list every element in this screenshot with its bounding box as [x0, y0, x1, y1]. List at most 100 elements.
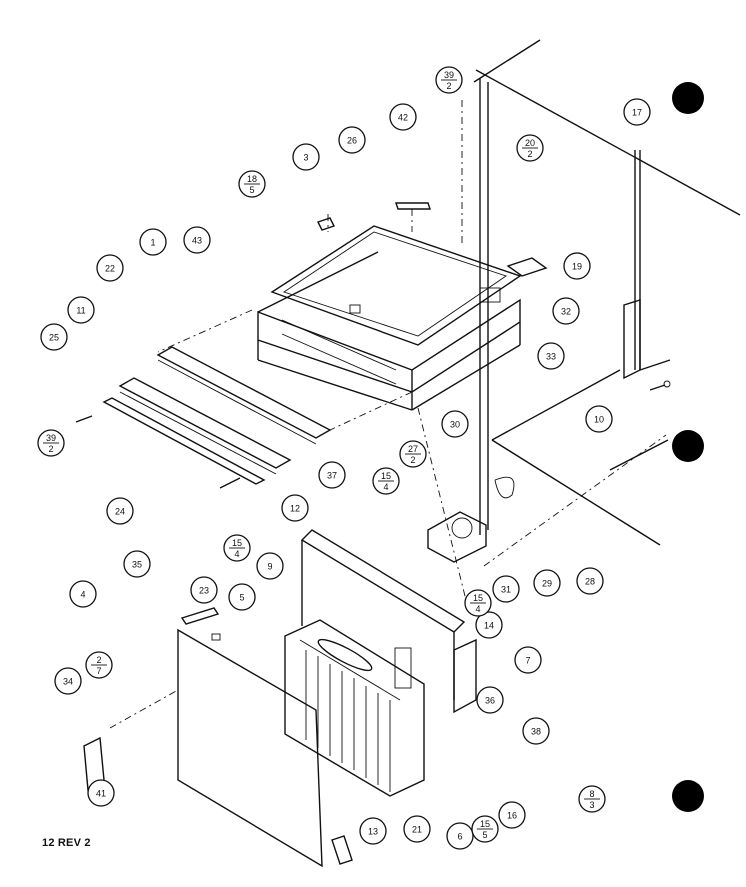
callout-c32: 32 — [552, 297, 580, 325]
callout-numerator: 27 — [408, 444, 418, 454]
callout-numerator: 20 — [525, 138, 535, 148]
callout-number: 26 — [347, 136, 357, 146]
callout-denominator: 2 — [48, 444, 53, 454]
callout-circle — [87, 779, 115, 807]
callout-numerator: 39 — [444, 70, 454, 80]
callout-circle — [228, 583, 256, 611]
callout-c26: 26 — [338, 126, 366, 154]
callout-number: 41 — [96, 789, 106, 799]
callout-circle — [475, 611, 503, 639]
callout-circle — [106, 497, 134, 525]
callout-number: 33 — [546, 352, 556, 362]
callout-number: 11 — [76, 306, 85, 316]
callout-number: 29 — [542, 579, 552, 589]
callout-c20: 202 — [516, 134, 544, 162]
callout-number: 28 — [585, 577, 595, 587]
callout-c42: 42 — [389, 103, 417, 131]
part-3-clip — [317, 217, 335, 231]
callout-circle — [403, 815, 431, 843]
callout-circle — [139, 228, 167, 256]
callout-c31: 31 — [492, 575, 520, 603]
callout-number: 13 — [368, 827, 378, 837]
callout-circle — [40, 323, 68, 351]
callout-circle — [256, 552, 284, 580]
fan-assembly — [427, 476, 515, 563]
callout-circle — [623, 98, 651, 126]
callout-number: 9 — [267, 562, 272, 572]
callout-c5: 5 — [228, 583, 256, 611]
callout-number: 5 — [239, 593, 244, 603]
callout-c30: 30 — [441, 410, 469, 438]
callout-c15b: 154 — [223, 534, 251, 562]
callout-numerator: 15 — [381, 471, 391, 481]
callout-circle — [576, 567, 604, 595]
callout-number: 43 — [192, 236, 202, 246]
callout-circle — [514, 646, 542, 674]
callout-circle — [183, 226, 211, 254]
callout-circle — [498, 801, 526, 829]
callout-denominator: 2 — [527, 149, 532, 159]
callout-circle — [54, 667, 82, 695]
callout-number: 3 — [303, 153, 308, 163]
callout-c8: 83 — [578, 785, 606, 813]
part-17-upright — [623, 299, 641, 380]
callout-number: 19 — [572, 262, 582, 272]
callout-c3: 3 — [292, 143, 320, 171]
callout-c24: 24 — [106, 497, 134, 525]
callout-c19: 19 — [563, 252, 591, 280]
callout-denominator: 2 — [410, 455, 415, 465]
callout-circle — [359, 817, 387, 845]
callout-number: 16 — [507, 811, 517, 821]
callout-c23: 23 — [190, 576, 218, 604]
callout-numerator: 18 — [247, 174, 257, 184]
callout-denominator: 4 — [234, 549, 239, 559]
callout-c35: 35 — [123, 550, 151, 578]
callout-c6: 6 — [446, 822, 474, 850]
callout-c12: 12 — [281, 494, 309, 522]
callout-c10: 10 — [585, 405, 613, 433]
front-panel-part-4 — [177, 607, 323, 868]
callout-c41: 41 — [87, 779, 115, 807]
callout-c13: 13 — [359, 817, 387, 845]
callout-c4: 4 — [69, 580, 97, 608]
callout-circle — [190, 576, 218, 604]
callout-number: 21 — [412, 825, 422, 835]
callout-number: 34 — [63, 677, 73, 687]
callout-c28: 28 — [576, 567, 604, 595]
evaporator-coil — [284, 619, 425, 797]
construction-lines — [109, 100, 667, 729]
callout-number: 6 — [457, 832, 462, 842]
callout-denominator: 2 — [446, 81, 451, 91]
callout-c27: 272 — [399, 440, 427, 468]
callout-circle — [492, 575, 520, 603]
callout-circle — [585, 405, 613, 433]
callout-c9: 9 — [256, 552, 284, 580]
callout-circle — [318, 461, 346, 489]
callout-c22: 22 — [96, 254, 124, 282]
callout-circle — [563, 252, 591, 280]
callout-denominator: 4 — [383, 482, 388, 492]
callout-numerator: 15 — [232, 538, 242, 548]
callout-c43: 43 — [183, 226, 211, 254]
part-13-bracket — [331, 835, 353, 865]
part-42-strip — [395, 202, 431, 210]
callout-number: 14 — [484, 621, 494, 631]
callout-c34: 34 — [54, 667, 82, 695]
callout-c33: 33 — [537, 342, 565, 370]
callout-numerator: 15 — [473, 593, 483, 603]
callout-c7: 7 — [514, 646, 542, 674]
callout-circle — [446, 822, 474, 850]
callout-c29: 29 — [533, 569, 561, 597]
callout-number: 7 — [525, 656, 530, 666]
housing-part-12 — [300, 529, 477, 714]
callout-number: 4 — [80, 590, 85, 600]
callout-circle — [281, 494, 309, 522]
callout-number: 23 — [199, 586, 209, 596]
callout-denominator: 5 — [249, 185, 254, 195]
callout-circle — [476, 686, 504, 714]
callout-c25: 25 — [40, 323, 68, 351]
revision-label: 12 REV 2 — [42, 837, 91, 849]
callout-circle — [389, 103, 417, 131]
callout-denominator: 3 — [589, 800, 594, 810]
callout-numerator: 2 — [96, 655, 101, 665]
